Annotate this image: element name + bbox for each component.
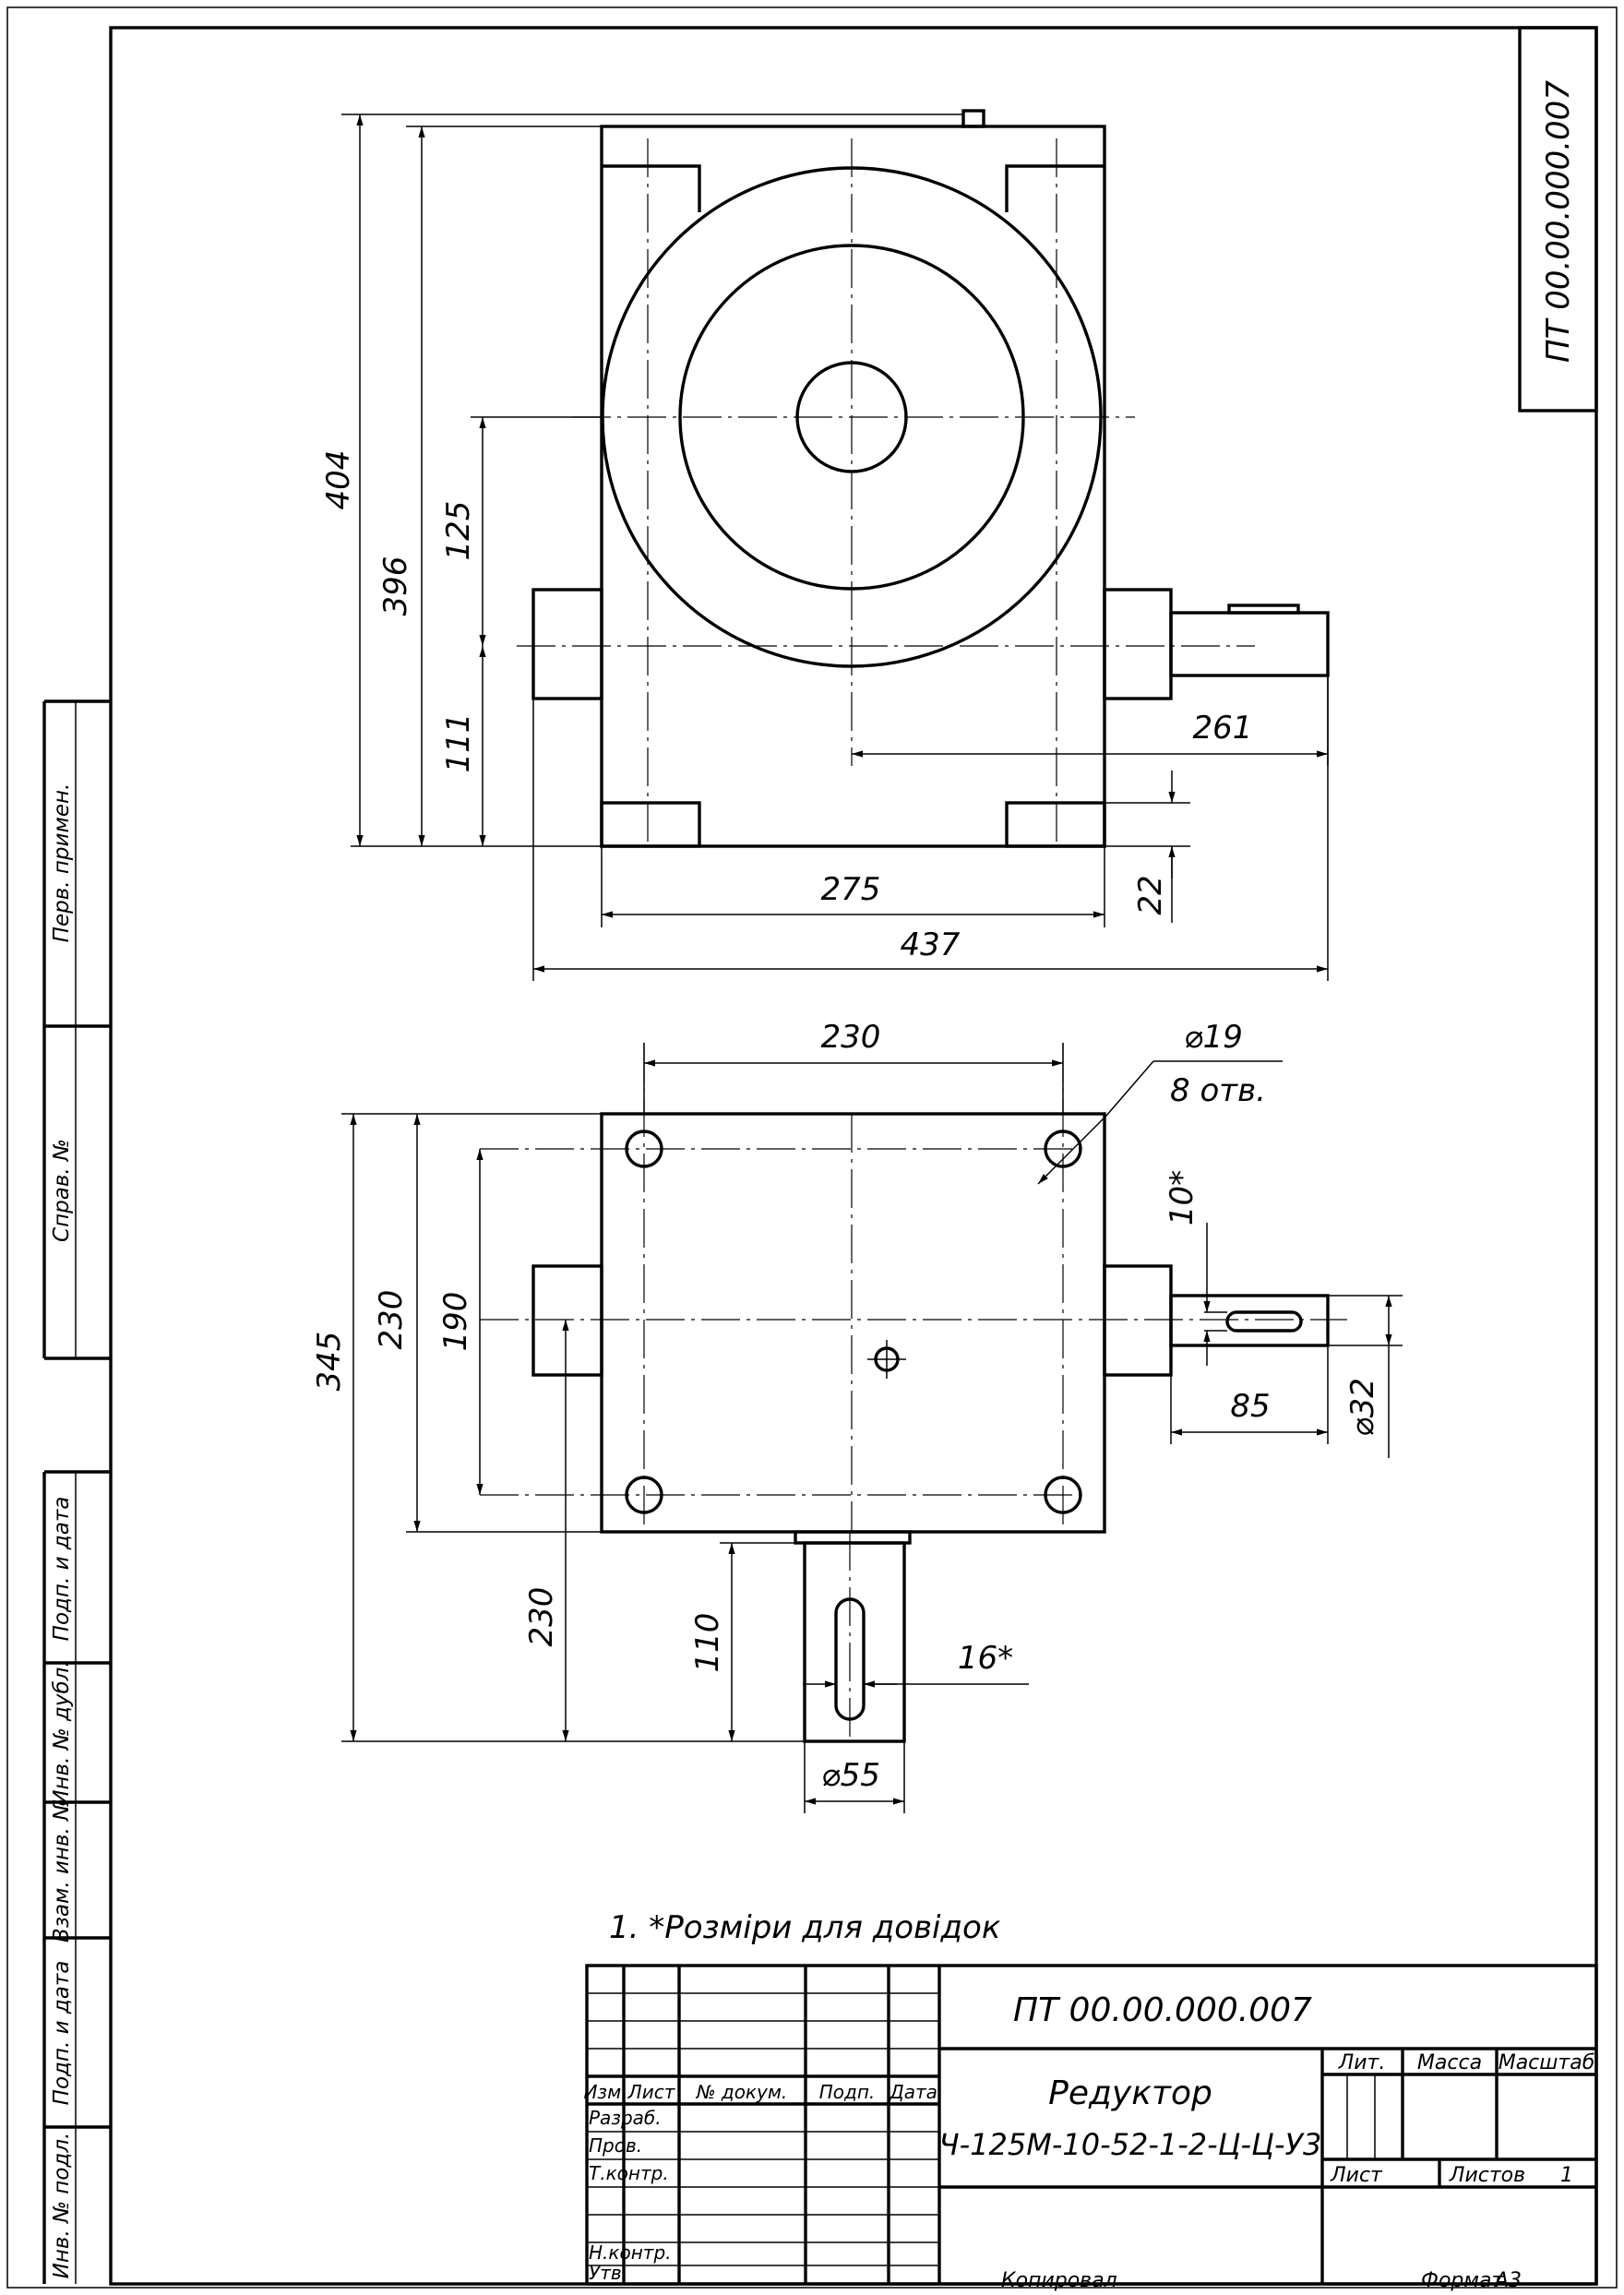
top-view — [480, 1043, 1347, 1743]
hdr-masshtab: Масштаб — [1499, 2051, 1595, 2074]
title-model: Ч-125М-10-52-1-2-Ц-Ц-У3 — [939, 2127, 1322, 2162]
dim-16-ref: 16* — [958, 1640, 1013, 1677]
dim-230-top: 230 — [821, 1019, 881, 1056]
row-tkontr: Т.контр. — [589, 2162, 669, 2184]
hdr-sheets: Листов — [1449, 2164, 1525, 2187]
front-view — [517, 109, 1330, 848]
strip-vzam-inv: Взам. инв. № — [50, 1799, 74, 1942]
dim-437: 437 — [901, 926, 961, 963]
dim-396: 396 — [377, 556, 414, 616]
sheets-count: 1 — [1560, 2164, 1573, 2187]
dim-10-ref: 10* — [1164, 1170, 1200, 1225]
row-prov: Пров. — [589, 2134, 642, 2157]
strip-inv-dubl: Инв. № дубл. — [50, 1660, 74, 1805]
title-block — [585, 1964, 1598, 2286]
footer-kopiroval: Копировал — [1001, 2269, 1117, 2292]
doc-code-rotated: ПТ 00.00.000.007 — [1540, 80, 1577, 363]
strip-perv-primen: Перв. примен. — [50, 783, 74, 943]
dim-110: 110 — [689, 1613, 726, 1673]
hdr-izm: Изм. — [583, 2081, 627, 2103]
dim-hole-diameter-19: ⌀19 — [1184, 1019, 1243, 1056]
hdr-massa: Масса — [1417, 2051, 1482, 2074]
dim-275: 275 — [821, 871, 881, 908]
hdr-data: Дата — [889, 2081, 937, 2103]
dim-345: 345 — [311, 1332, 348, 1392]
dim-125: 125 — [440, 501, 477, 561]
top-dimensions — [341, 1043, 1403, 1813]
footer-format-value: А3 — [1493, 2269, 1522, 2292]
strip-inv-podl: Инв. № подл. — [50, 2133, 74, 2279]
hdr-doc: № докум. — [696, 2081, 788, 2103]
footer-format-label: Формат — [1421, 2269, 1504, 2292]
title-doc-code: ПТ 00.00.000.007 — [1013, 1991, 1312, 2029]
dim-111: 111 — [440, 713, 477, 773]
dim-shaft-diameter-32: ⌀32 — [1344, 1378, 1381, 1437]
dim-85: 85 — [1230, 1388, 1270, 1425]
strip-podp-data-2: Подп. и дата — [50, 1961, 74, 2106]
dim-404: 404 — [320, 450, 357, 510]
dim-261: 261 — [1193, 710, 1253, 747]
reference-note: 1. *Розміри для довідок — [609, 1909, 1001, 1946]
strip-sprav-no: Справ. № — [50, 1139, 74, 1242]
hdr-podp: Подп. — [819, 2081, 876, 2103]
hdr-list: Лист — [627, 2081, 676, 2103]
dim-22: 22 — [1132, 875, 1169, 914]
dim-230-left: 230 — [373, 1290, 410, 1350]
dim-230-lower: 230 — [523, 1587, 560, 1647]
title-name: Редуктор — [1048, 2074, 1212, 2112]
dim-shaft-diameter-55: ⌀55 — [821, 1757, 880, 1794]
row-nkontr: Н.контр. — [589, 2241, 672, 2264]
front-dimensions — [341, 114, 1329, 981]
row-razrab: Разраб. — [589, 2107, 662, 2129]
hdr-lit: Лит. — [1338, 2051, 1386, 2074]
left-side-strip — [42, 699, 111, 2284]
dim-holes-count: 8 отв. — [1170, 1072, 1266, 1109]
strip-podp-data-1: Подп. и дата — [50, 1497, 74, 1642]
hdr-sheet: Лист — [1330, 2164, 1383, 2187]
row-utv: Утв. — [589, 2262, 627, 2284]
dim-190: 190 — [437, 1292, 474, 1352]
